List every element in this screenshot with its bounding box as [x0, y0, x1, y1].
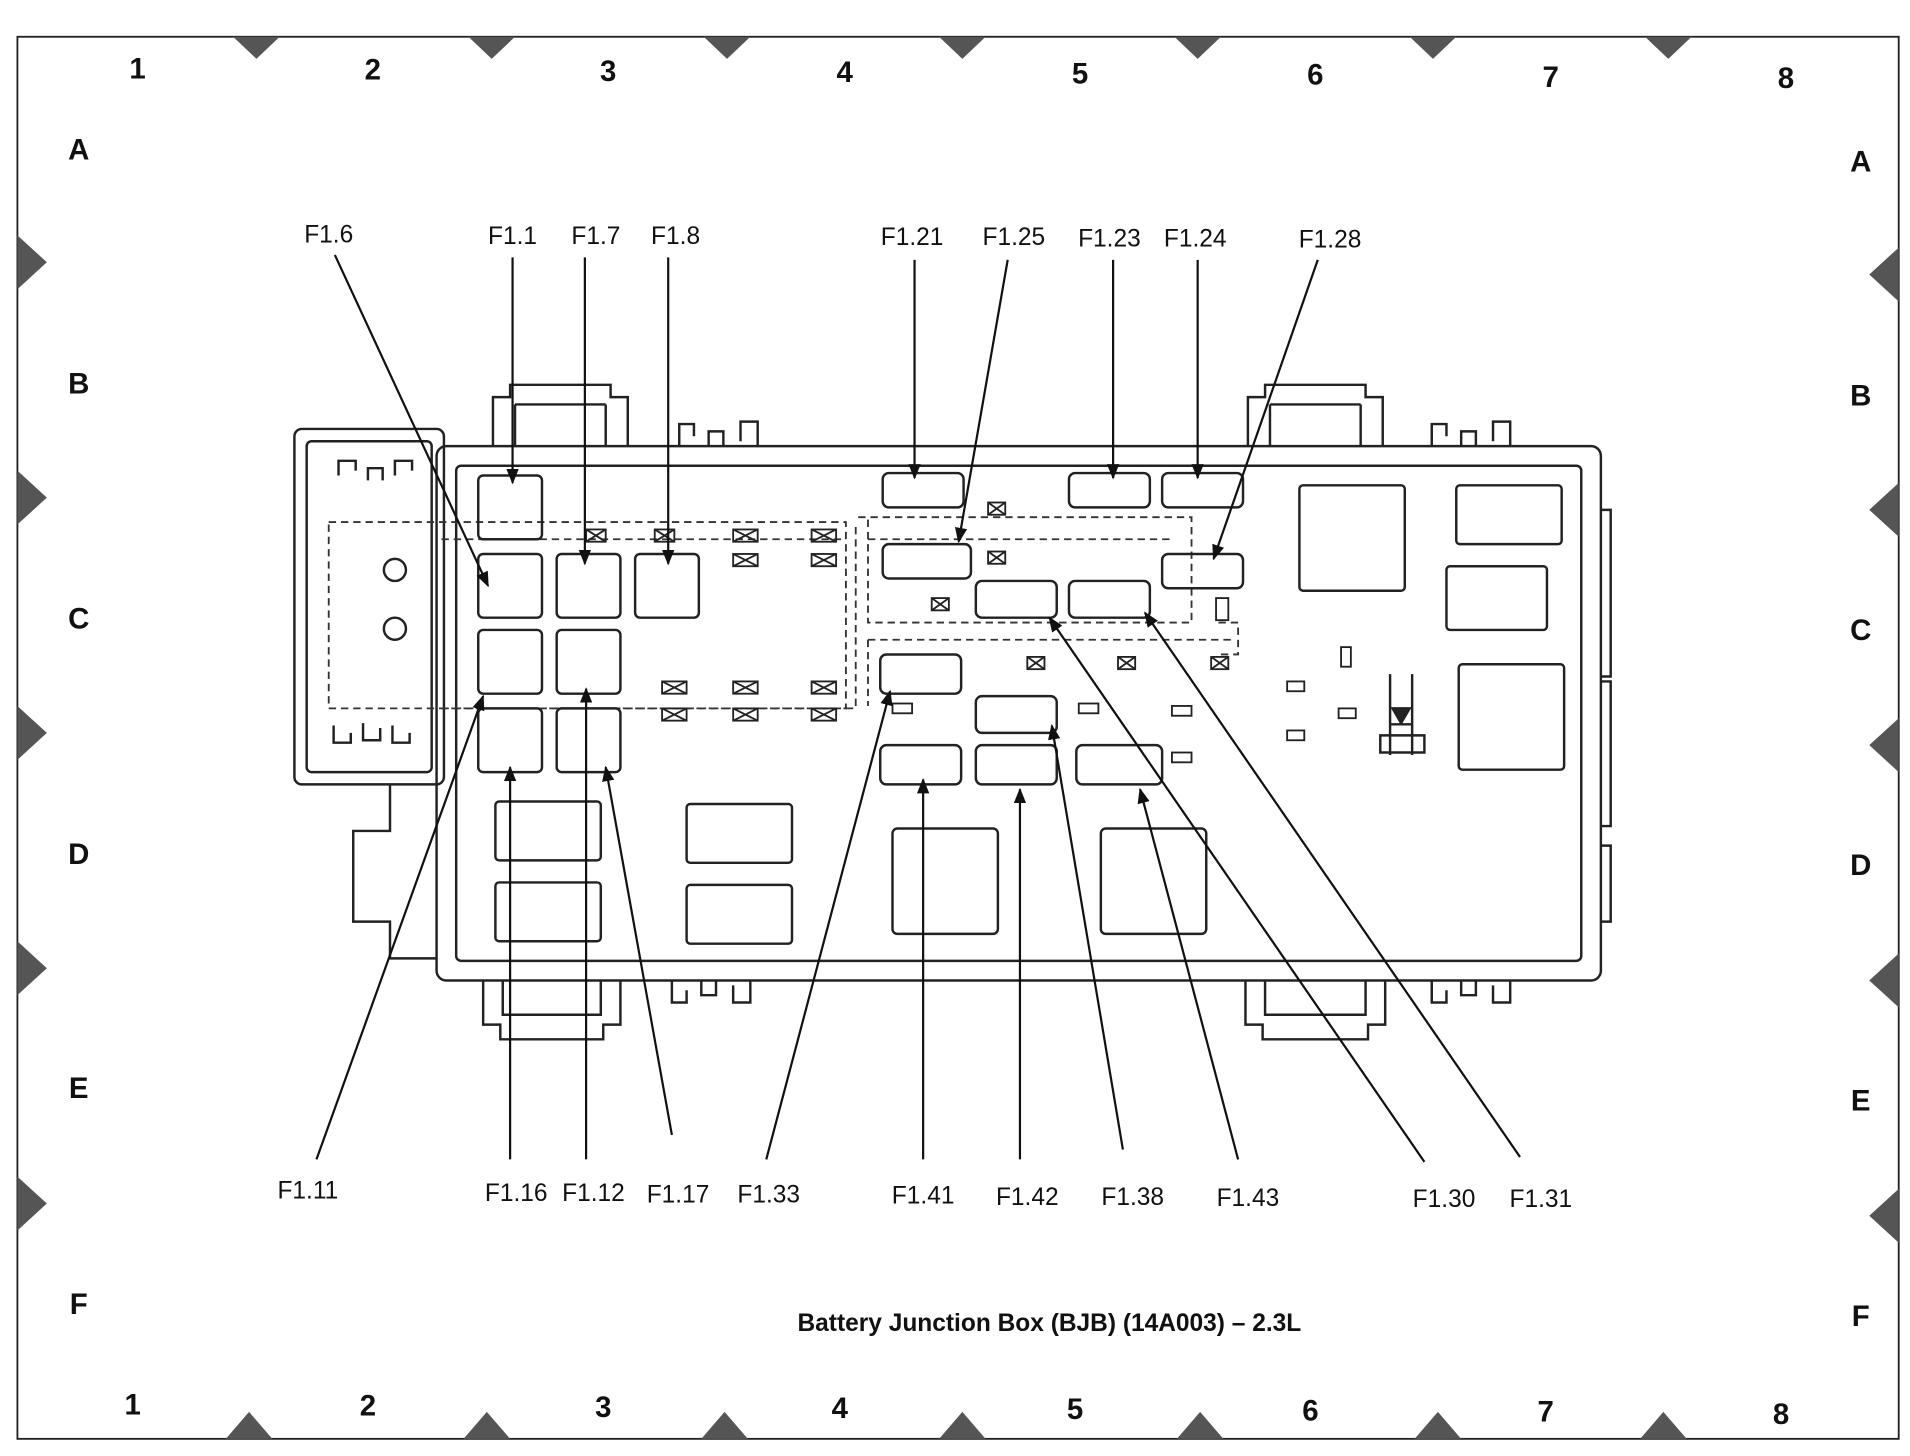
grid-row-b-left: B: [68, 367, 89, 400]
grid-row-c-left: C: [68, 603, 89, 636]
label-f1-1: F1.1: [488, 223, 537, 250]
label-f1-30: F1.30: [1413, 1186, 1476, 1213]
label-f1-28: F1.28: [1299, 227, 1362, 254]
grid-col-4-top: 4: [837, 56, 854, 89]
grid-col-3-bottom: 3: [595, 1391, 611, 1424]
diagram-caption: Battery Junction Box (BJB) (14A003) – 2.…: [797, 1310, 1301, 1337]
label-f1-31: F1.31: [1510, 1186, 1573, 1213]
label-f1-7: F1.7: [571, 223, 620, 250]
grid-col-7-bottom: 7: [1538, 1396, 1554, 1429]
grid-row-e-left: E: [69, 1072, 89, 1105]
grid-col-2-top: 2: [365, 54, 381, 87]
page-border: [16, 35, 1900, 1440]
label-f1-33: F1.33: [737, 1181, 800, 1208]
label-f1-12: F1.12: [562, 1180, 625, 1207]
label-f1-21: F1.21: [881, 224, 944, 251]
grid-col-4-bottom: 4: [832, 1392, 849, 1425]
label-f1-43: F1.43: [1217, 1185, 1280, 1212]
grid-col-1-top: 1: [129, 52, 145, 85]
label-f1-8: F1.8: [651, 223, 700, 250]
label-f1-38: F1.38: [1101, 1184, 1164, 1211]
internal-bus-paths: [327, 516, 1240, 710]
grid-row-a-right: A: [1850, 146, 1871, 179]
label-f1-6: F1.6: [304, 222, 353, 249]
grid-col-3-top: 3: [600, 55, 616, 88]
label-f1-41: F1.41: [892, 1183, 955, 1210]
label-f1-16: F1.16: [485, 1180, 548, 1207]
grid-col-6-top: 6: [1307, 59, 1323, 92]
label-f1-23: F1.23: [1078, 225, 1141, 252]
callout-labels: F1.6 F1.1 F1.7 F1.8 F1.21 F1.25 F1.23 F1…: [277, 222, 1572, 1214]
callout-lines: [315, 254, 1521, 1163]
grid-col-8-top: 8: [1778, 62, 1794, 95]
grid-col-5-top: 5: [1072, 57, 1088, 90]
grid-row-f-right: F: [1852, 1300, 1870, 1333]
grid-col-7-top: 7: [1542, 61, 1558, 94]
border-zone-markers: [17, 36, 1899, 1439]
grid-col-6-bottom: 6: [1302, 1394, 1318, 1427]
grid-row-b-right: B: [1850, 380, 1871, 413]
label-f1-11: F1.11: [277, 1178, 338, 1205]
label-f1-17: F1.17: [647, 1181, 710, 1208]
pin-slots: [891, 597, 1357, 764]
grid-row-c-right: C: [1850, 614, 1871, 647]
grid-col-1-bottom: 1: [124, 1388, 140, 1421]
grid-col-5-bottom: 5: [1067, 1393, 1083, 1426]
grid-row-f-left: F: [70, 1288, 88, 1321]
label-f1-42: F1.42: [996, 1184, 1059, 1211]
crossed-jumpers: [585, 501, 1230, 722]
connector-pins: [382, 557, 408, 641]
label-f1-25: F1.25: [983, 224, 1046, 251]
grid-row-d-left: D: [68, 838, 89, 871]
label-f1-24: F1.24: [1164, 225, 1227, 252]
grid-col-8-bottom: 8: [1773, 1398, 1789, 1431]
grid-col-2-bottom: 2: [360, 1390, 376, 1423]
diode-icon: [1379, 674, 1426, 755]
junction-box-body: [293, 383, 1612, 1041]
grid-row-a-left: A: [68, 133, 89, 166]
grid-row-d-right: D: [1850, 849, 1871, 882]
grid-row-e-right: E: [1851, 1084, 1871, 1117]
